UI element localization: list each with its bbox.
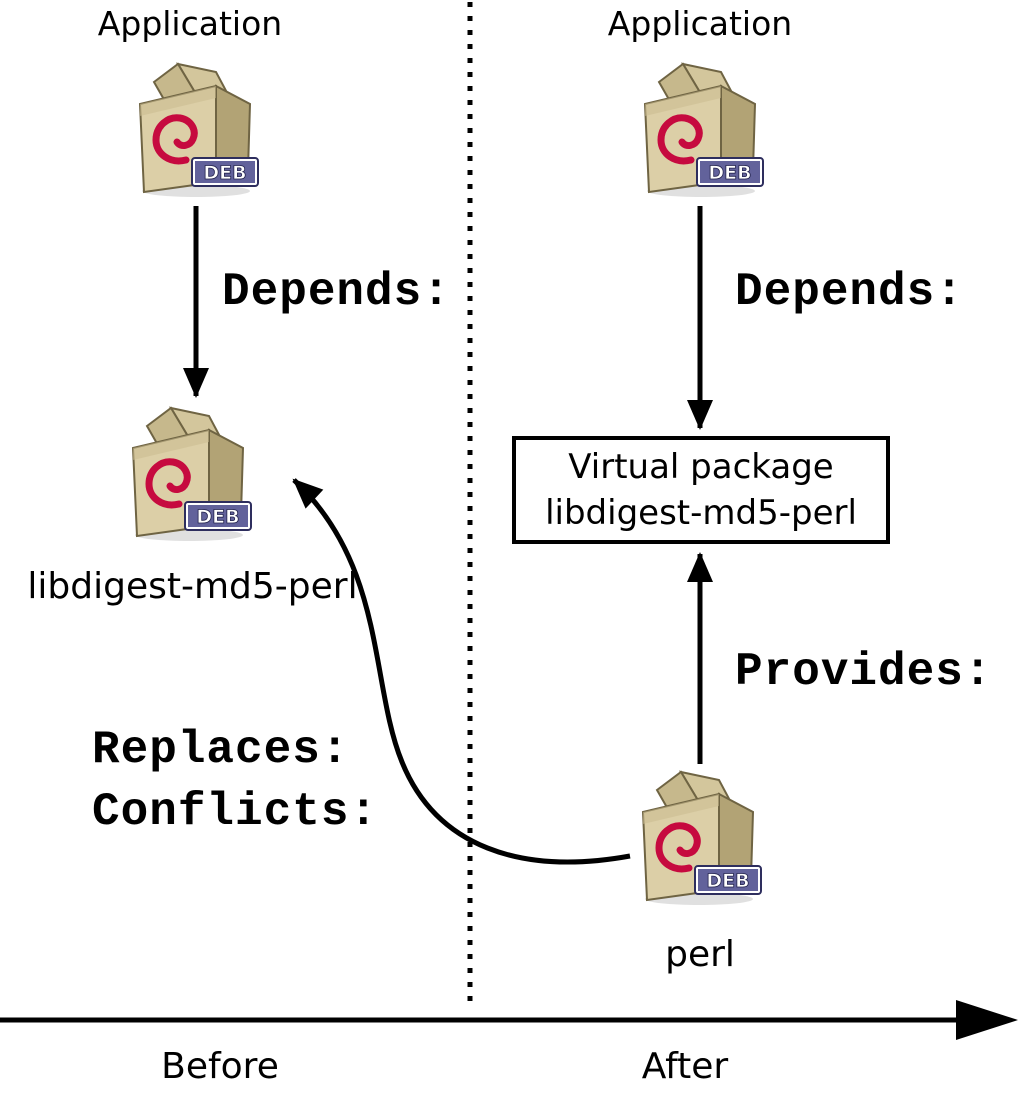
deb-package-icon-application-after [625, 58, 775, 198]
libdigest-md5-perl-label: libdigest-md5-perl [27, 566, 358, 607]
timeline-arrowhead [956, 1000, 1018, 1040]
depends-label-before: Depends: [222, 266, 451, 318]
perl-label: perl [665, 934, 735, 975]
replaces-conflicts-arrow [292, 478, 631, 865]
deb-package-icon-perl [623, 766, 773, 906]
application-label-after: Application [607, 4, 793, 43]
axis-label-after: After [641, 1046, 729, 1087]
deb-package-icon-application-before [120, 58, 270, 198]
axis-label-before: Before [161, 1046, 279, 1087]
conflicts-label: Conflicts: [92, 786, 379, 838]
depends-label-after: Depends: [735, 266, 964, 318]
provides-label: Provides: [735, 646, 993, 698]
virtual-package-box: Virtual package libdigest-md5-perl [512, 436, 890, 544]
application-label-before: Application [97, 4, 283, 43]
virtual-package-line2: libdigest-md5-perl [545, 493, 857, 533]
virtual-package-line1: Virtual package [568, 447, 834, 487]
deb-package-icon-libdigest-md5-perl [113, 402, 263, 542]
replaces-label: Replaces: [92, 724, 350, 776]
